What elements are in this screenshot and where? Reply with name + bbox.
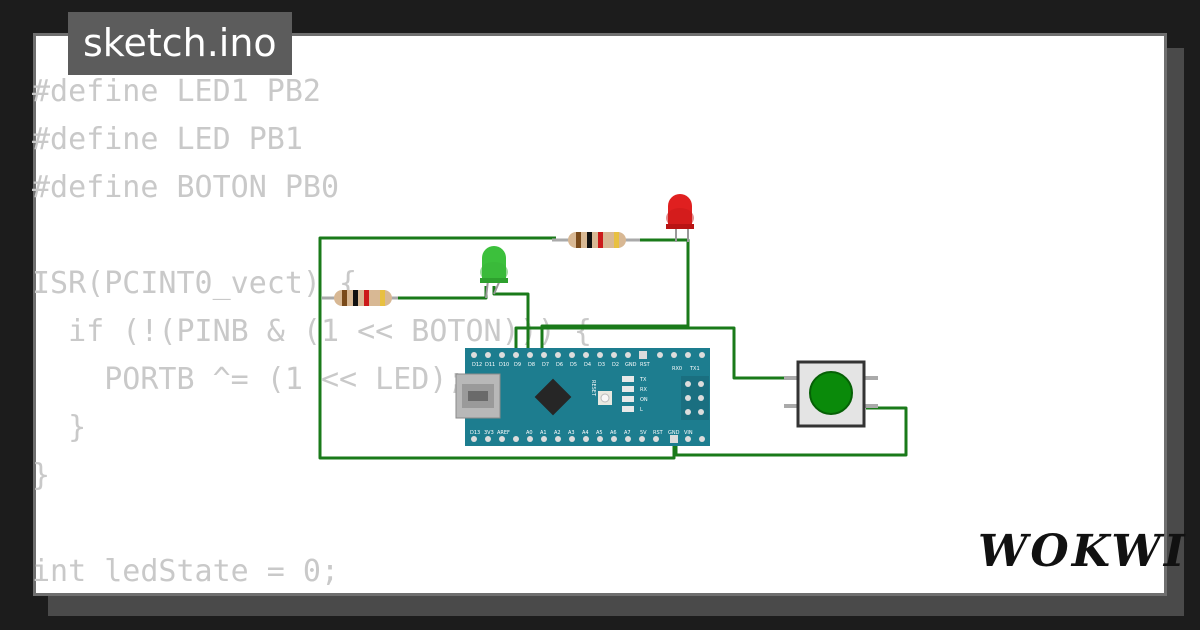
pin-label: 5V <box>640 430 647 436</box>
icsp-header <box>681 376 709 420</box>
pin-label: D6 <box>556 362 563 368</box>
pin-label: AREF <box>497 430 510 436</box>
pin-label: A0 <box>526 430 533 436</box>
pin-label: A6 <box>610 430 617 436</box>
pin-label: D5 <box>570 362 577 368</box>
pin-label: RST <box>653 430 664 436</box>
pin-label: TX1 <box>689 366 700 372</box>
pin-label: D3 <box>598 362 605 368</box>
pin-label: RX0 <box>672 366 682 372</box>
wire-resistor1-led-green <box>398 286 488 300</box>
top-header-pins <box>471 351 705 359</box>
code-line: } <box>32 458 51 493</box>
reset-label: RESET <box>590 380 596 397</box>
led-green[interactable] <box>480 246 508 299</box>
pin-label: D9 <box>514 362 521 368</box>
pin-labels: D12 D11 D10 D9 D8 D7 D6 D5 D4 D3 D2 GND … <box>470 362 700 436</box>
led-label: RX <box>640 387 647 393</box>
wire-led-red-d10 <box>540 238 690 352</box>
pin-label: D10 <box>499 362 509 368</box>
push-button[interactable] <box>784 360 878 428</box>
resistor-2[interactable] <box>552 232 640 248</box>
bottom-header-pins <box>471 435 705 443</box>
pin-label: VIN <box>684 430 693 436</box>
pin-label: A1 <box>540 430 547 436</box>
reset-button[interactable] <box>598 391 612 405</box>
microcontroller-chip <box>534 378 572 416</box>
pin-label: D13 <box>470 430 480 436</box>
pin-label: A7 <box>624 430 631 436</box>
pin-label: D7 <box>542 362 549 368</box>
pin-label: D8 <box>528 362 535 368</box>
wire-gnd-loop <box>318 236 676 460</box>
pin-label: D12 <box>472 362 482 368</box>
code-line: #define BOTON PB0 <box>32 170 340 205</box>
code-line: int ledState = 0; <box>32 554 340 589</box>
code-line: #define LED1 PB2 <box>32 74 321 109</box>
led-label: TX <box>639 377 647 383</box>
pin-label: GND <box>668 430 680 436</box>
filename-tab[interactable]: sketch.ino <box>68 12 292 75</box>
pin-label: RST <box>640 362 651 368</box>
pin-label: D4 <box>584 362 591 368</box>
pin-label: A3 <box>568 430 575 436</box>
pin-label: GND <box>625 362 637 368</box>
code-line: } <box>32 410 87 445</box>
code-line: PORTB ^= (1 << LED); <box>32 362 466 397</box>
usb-connector <box>455 373 501 419</box>
led-red[interactable] <box>666 194 694 242</box>
pin-label: A2 <box>554 430 561 436</box>
resistor-1[interactable] <box>322 290 398 306</box>
wire-button-gnd <box>674 406 908 457</box>
pin-label: A5 <box>596 430 603 436</box>
arduino-nano-board[interactable]: D12 D11 D10 D9 D8 D7 D6 D5 D4 D3 D2 GND … <box>455 348 710 446</box>
pin-label: D11 <box>485 362 495 368</box>
pin-label: A4 <box>582 430 589 436</box>
wire-d8-button <box>514 326 796 380</box>
wires <box>318 236 908 460</box>
pin-label: D2 <box>612 362 619 368</box>
wokwi-logo[interactable]: WOKWI <box>978 526 1188 577</box>
board-status-leds: TX RX ON L <box>622 376 648 413</box>
preview-card <box>33 33 1167 596</box>
wire-led-green-d9 <box>492 286 530 352</box>
led-label: L <box>640 407 643 413</box>
code-line: #define LED PB1 <box>32 122 303 157</box>
pin-label: 3V3 <box>484 430 494 436</box>
led-label: ON <box>640 397 648 403</box>
button-cap[interactable] <box>809 371 853 415</box>
code-line: if (!(PINB & (1 << BOTON))) { <box>32 314 592 349</box>
